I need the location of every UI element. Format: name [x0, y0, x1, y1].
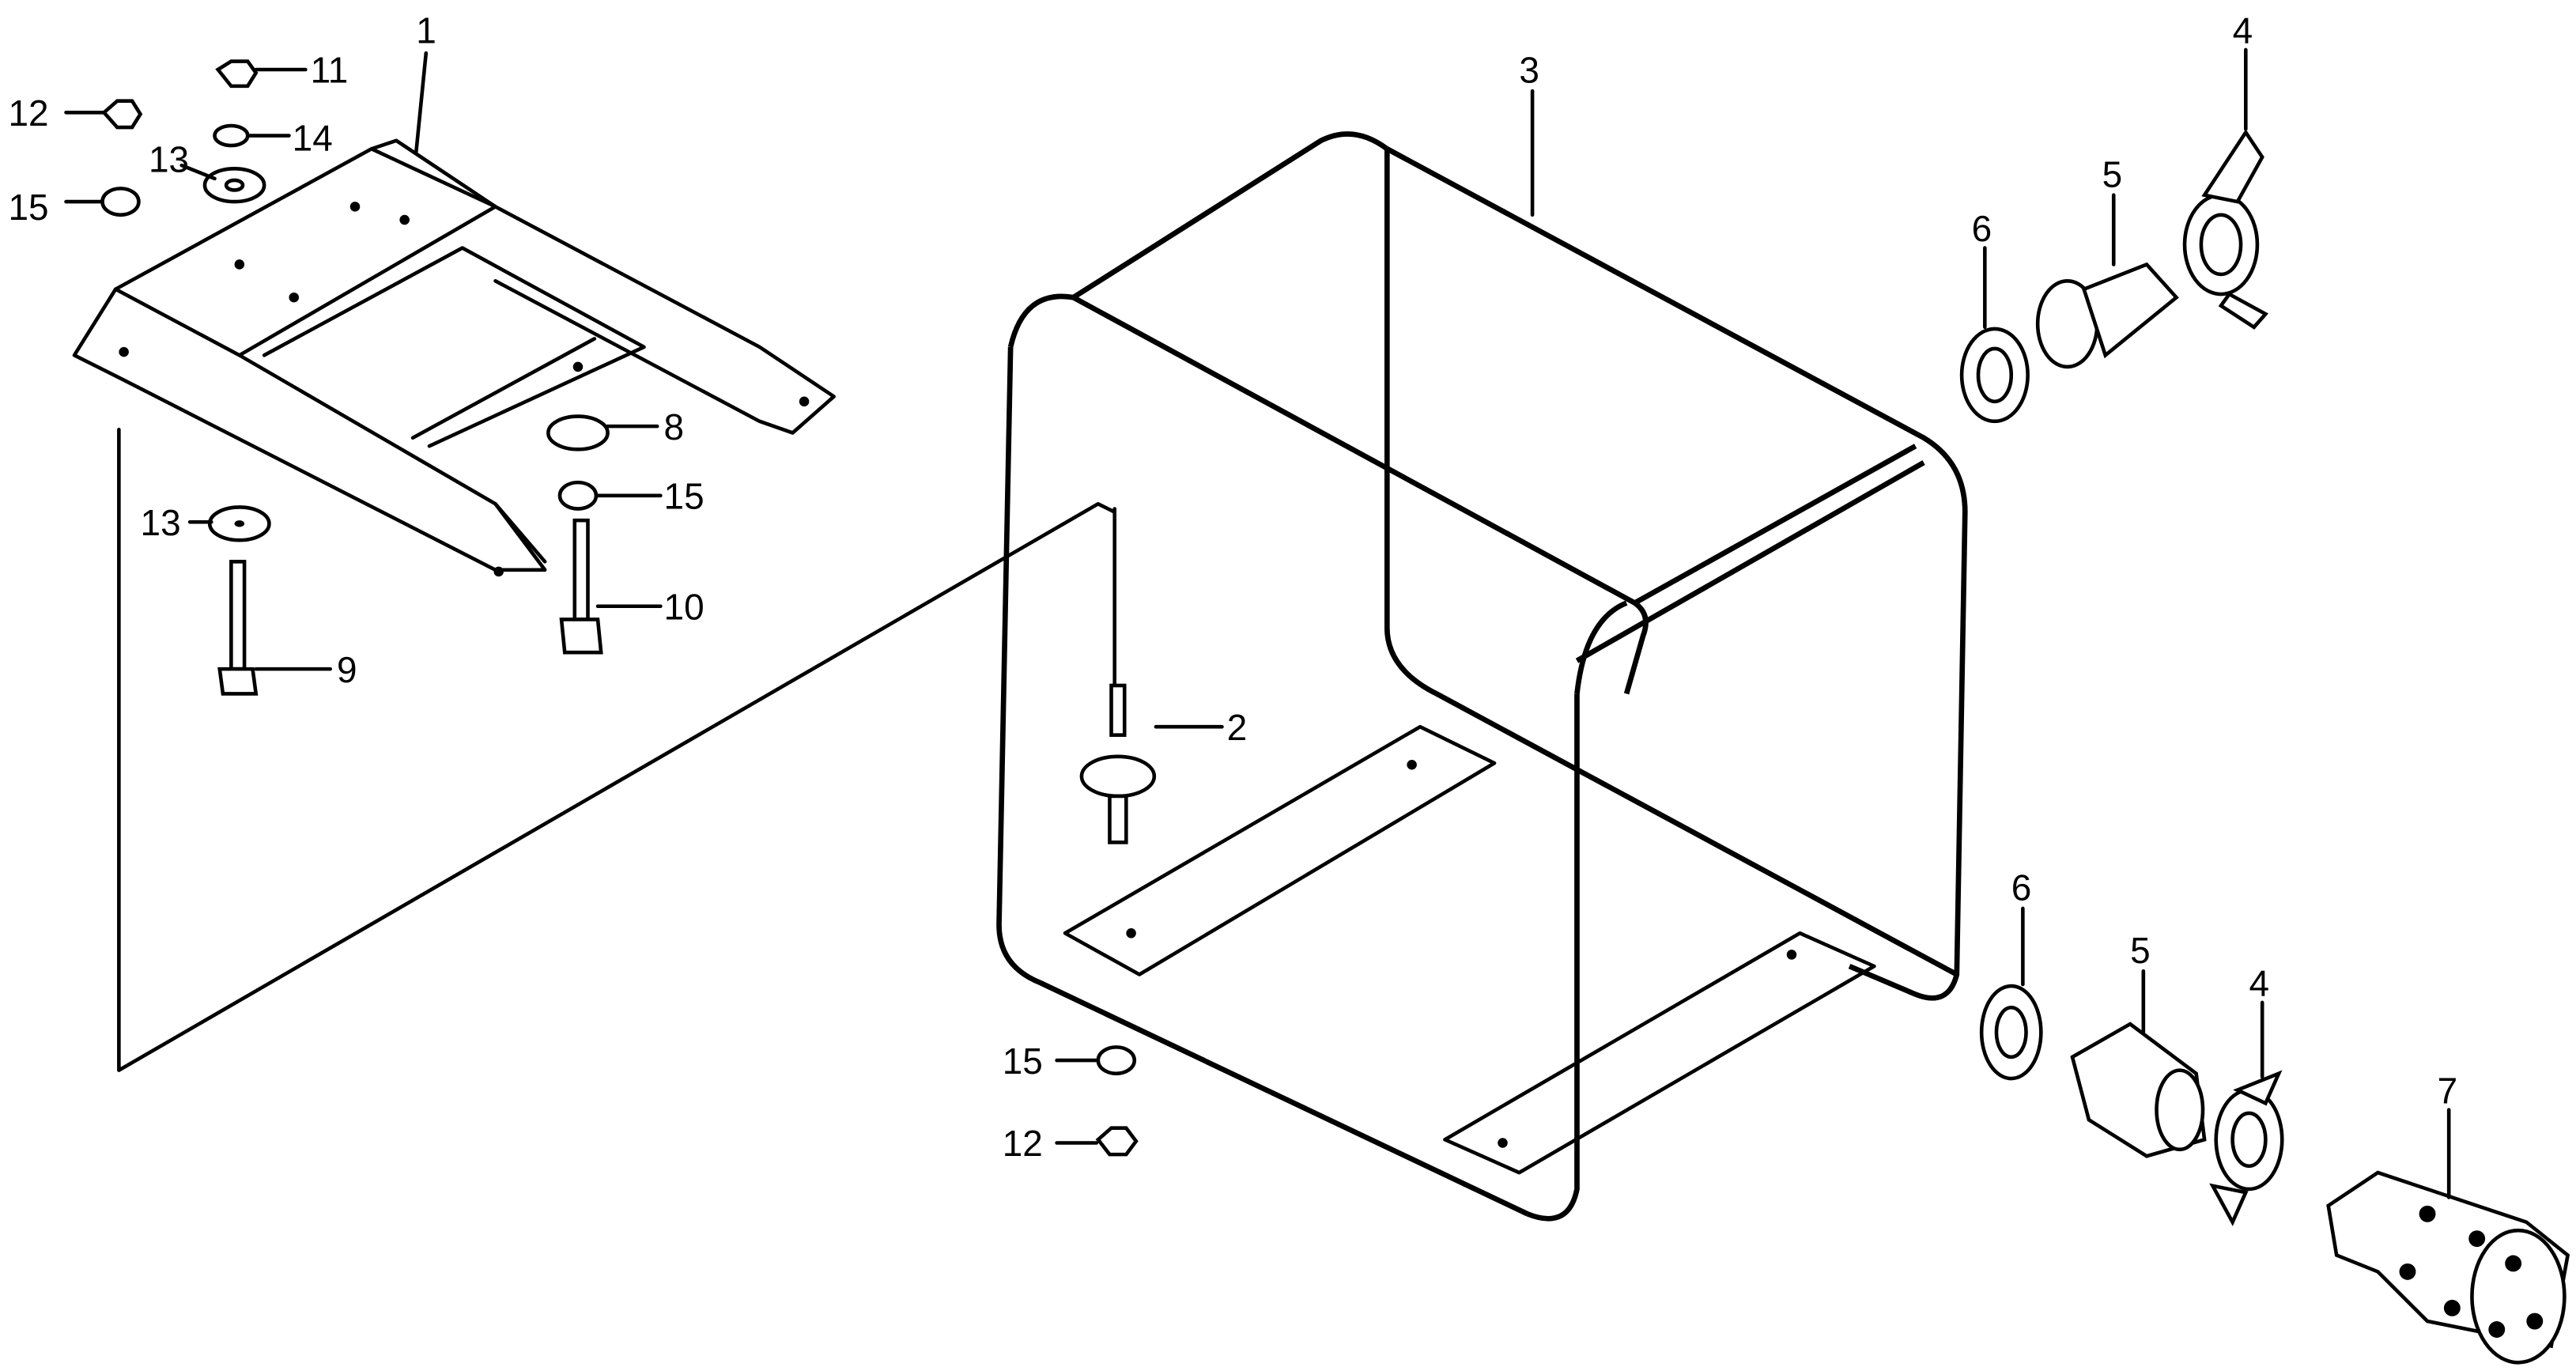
- callout-1: 1: [416, 10, 436, 51]
- callout-5: 5: [2130, 930, 2151, 971]
- callout-14: 14: [293, 117, 333, 158]
- base-plate: [72, 138, 1117, 1072]
- callout-6: 6: [1972, 208, 1992, 249]
- callout-15: 15: [1003, 1041, 1043, 1082]
- callout-11: 11: [311, 50, 349, 91]
- callout-8: 8: [664, 406, 685, 448]
- callout-3: 3: [1519, 50, 1539, 91]
- callout-2: 2: [1227, 707, 1248, 748]
- callout-5: 5: [2102, 153, 2123, 195]
- callout-12: 12: [1003, 1123, 1043, 1164]
- callout-13: 13: [141, 502, 181, 543]
- callout-6: 6: [2011, 867, 2032, 908]
- callout-15: 15: [8, 187, 48, 228]
- upper-fittings: [1959, 129, 2268, 424]
- mount-rubber: [1079, 507, 1157, 844]
- leader-lines: [64, 47, 2451, 1199]
- callout-10: 10: [664, 586, 704, 627]
- callout-9: 9: [337, 649, 357, 690]
- callout-13: 13: [149, 138, 189, 179]
- hardware-left: [100, 59, 1139, 1157]
- callout-4: 4: [2249, 963, 2269, 1004]
- frame: [996, 131, 1968, 1222]
- callout-12: 12: [8, 93, 48, 134]
- callout-7: 7: [2438, 1070, 2458, 1111]
- callout-4: 4: [2233, 10, 2253, 51]
- lower-fittings: [1979, 984, 2570, 1365]
- callout-labels: 1 11 12 14 13 15 8 15 13 10 9 3 4 5 6 2 …: [8, 10, 2457, 1165]
- callout-15: 15: [664, 476, 704, 517]
